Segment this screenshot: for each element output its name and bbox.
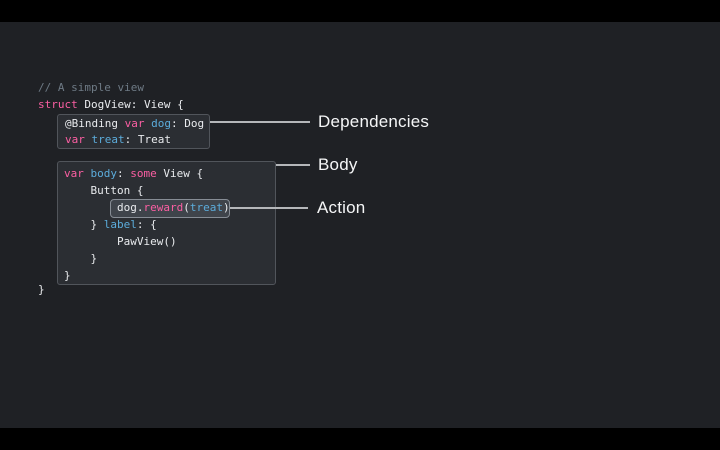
code-line-label: } label: {: [64, 218, 157, 231]
code-line-var-body: var body: some View {: [64, 167, 204, 180]
action-connector-line: [230, 207, 308, 209]
code-line-button: Button {: [64, 184, 144, 197]
body-code-box: var body: some View { Button { dog.rewar…: [57, 161, 276, 285]
code-line-binding-dog: @Binding var dog: Dog: [65, 117, 205, 130]
dependencies-connector-line: [210, 121, 310, 123]
code-line-action: dog.reward(treat): [64, 201, 230, 214]
body-connector-line: [276, 164, 310, 166]
body-label: Body: [318, 155, 358, 174]
dependencies-code-box: @Binding var dog: Dog var treat: Treat: [57, 114, 210, 149]
letterbox-bottom: [0, 428, 720, 450]
code-line-pawview: PawView(): [64, 235, 177, 248]
letterbox-top: [0, 0, 720, 22]
code-closing-brace: }: [38, 283, 45, 296]
code-line-var-treat: var treat: Treat: [65, 133, 171, 146]
action-label: Action: [317, 198, 366, 217]
code-struct-declaration: struct DogView: View {: [38, 98, 184, 111]
code-comment: // A simple view: [38, 81, 144, 94]
action-highlight-box: [110, 199, 230, 218]
code-line-close-body: }: [64, 269, 71, 282]
dependencies-label: Dependencies: [318, 112, 430, 131]
slide-background: // A simple view struct DogView: View { …: [0, 22, 720, 428]
code-line-close-inner: }: [64, 252, 98, 265]
